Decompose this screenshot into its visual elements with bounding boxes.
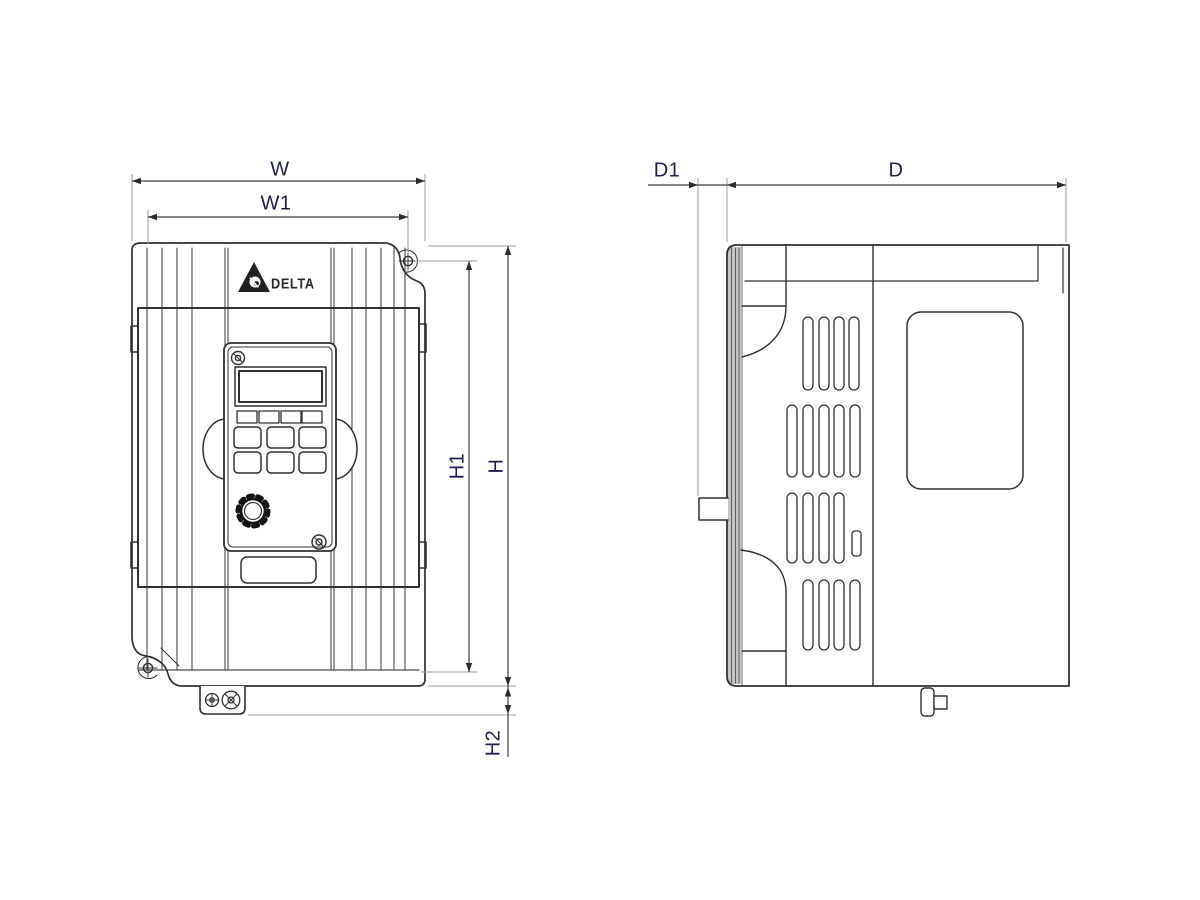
mounting-hole-bottom-left <box>137 647 180 680</box>
dim-label-h2: H2 <box>482 729 505 757</box>
dim-label-w: W <box>270 158 290 181</box>
side-body-outline <box>726 244 1070 687</box>
keypad-panel <box>223 342 337 552</box>
ground-terminal-tab <box>199 685 246 715</box>
side-nameplate <box>906 311 1024 490</box>
vent-slots-group-1 <box>802 316 860 391</box>
keypad-function-keys <box>236 410 323 424</box>
keypad-display <box>234 366 327 407</box>
dim-label-d1: D1 <box>653 159 681 182</box>
front-nameplate <box>240 556 317 584</box>
keypad-buttons <box>233 426 327 474</box>
front-view <box>130 242 427 715</box>
side-top-hook <box>741 244 787 358</box>
side-bottom-hook <box>740 549 787 686</box>
keypad-screw-bottom-right <box>311 534 327 550</box>
dim-label-w1: W1 <box>260 192 292 215</box>
brand-logo-icon <box>238 262 270 292</box>
dim-label-d: D <box>888 159 904 182</box>
potentiometer-knob <box>235 493 271 529</box>
dimension-lines <box>132 180 1066 757</box>
extension-lines <box>131 174 1067 716</box>
brand-wordmark: DELTA <box>271 276 315 293</box>
ground-screw-right <box>221 690 241 710</box>
dimension-linework <box>131 174 1067 757</box>
vent-slots-group-2 <box>786 404 861 478</box>
side-front-strip-lines <box>731 245 743 686</box>
side-view <box>698 244 1070 717</box>
keypad-screw-top-left <box>230 350 246 366</box>
front-body-outline <box>131 242 426 687</box>
ground-screw-left <box>204 692 220 708</box>
side-internal-seams <box>744 244 1064 687</box>
dimension-arrows <box>132 177 1066 714</box>
dim-label-h1: H1 <box>446 452 469 480</box>
dim-label-h: H <box>485 458 508 474</box>
vent-slots-group-4 <box>802 579 861 651</box>
front-cover-outline <box>137 307 420 588</box>
cover-clip-tabs <box>130 323 427 569</box>
vent-slots-group-3 <box>786 492 862 564</box>
side-bottom-screw <box>920 687 948 717</box>
mounting-hole-top-right <box>398 249 418 273</box>
side-mounting-tab <box>698 497 729 521</box>
